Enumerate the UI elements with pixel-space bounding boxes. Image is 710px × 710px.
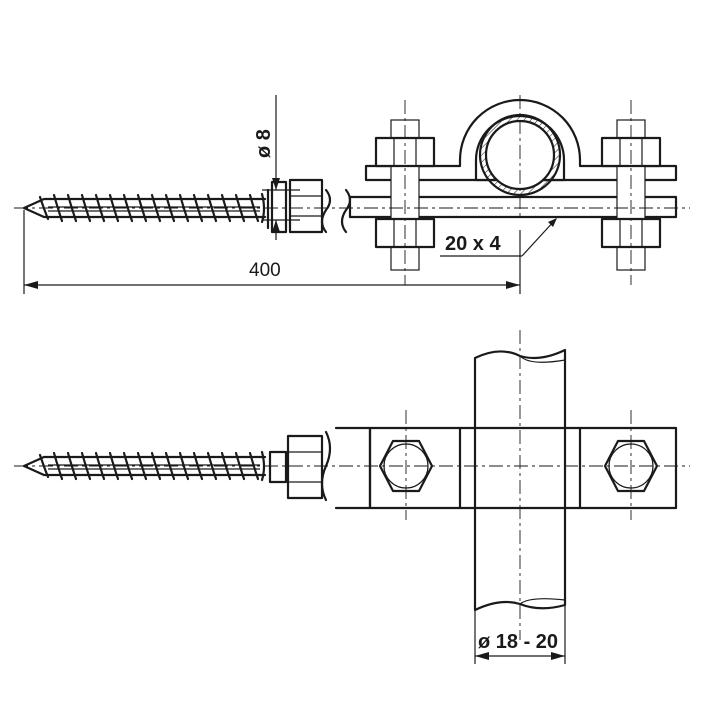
break-mark (340, 188, 352, 234)
pipe-diameter-dimension: ø 18 - 20 (474, 605, 566, 664)
break-mark (320, 188, 332, 234)
screw-hex-nut (270, 178, 324, 234)
strip-plan (334, 426, 678, 510)
plan-view: ø 18 - 20 (14, 330, 690, 664)
base-strip (348, 195, 678, 219)
pipe-diameter-label: ø 18 - 20 (478, 631, 558, 653)
side-elevation-view: ø 8 400 20 x 4 (14, 95, 690, 294)
wood-screw-plan (22, 430, 352, 502)
bolt-diameter-label: ø 8 (253, 129, 275, 158)
left-bolt-nuts (374, 100, 436, 285)
strip-size-label: 20 x 4 (445, 233, 501, 255)
right-hex-nut-plan (603, 410, 659, 520)
pipe-plan (473, 330, 567, 640)
wood-screw-thread (22, 188, 270, 230)
left-hex-nut-plan (378, 410, 434, 520)
total-length-label: 400 (249, 260, 281, 281)
right-bolt-nuts (600, 100, 662, 285)
bolt-diameter-dimension: ø 8 (253, 95, 300, 240)
length-dimension: 400 (23, 210, 521, 294)
strip-size-callout: 20 x 4 (440, 218, 557, 257)
